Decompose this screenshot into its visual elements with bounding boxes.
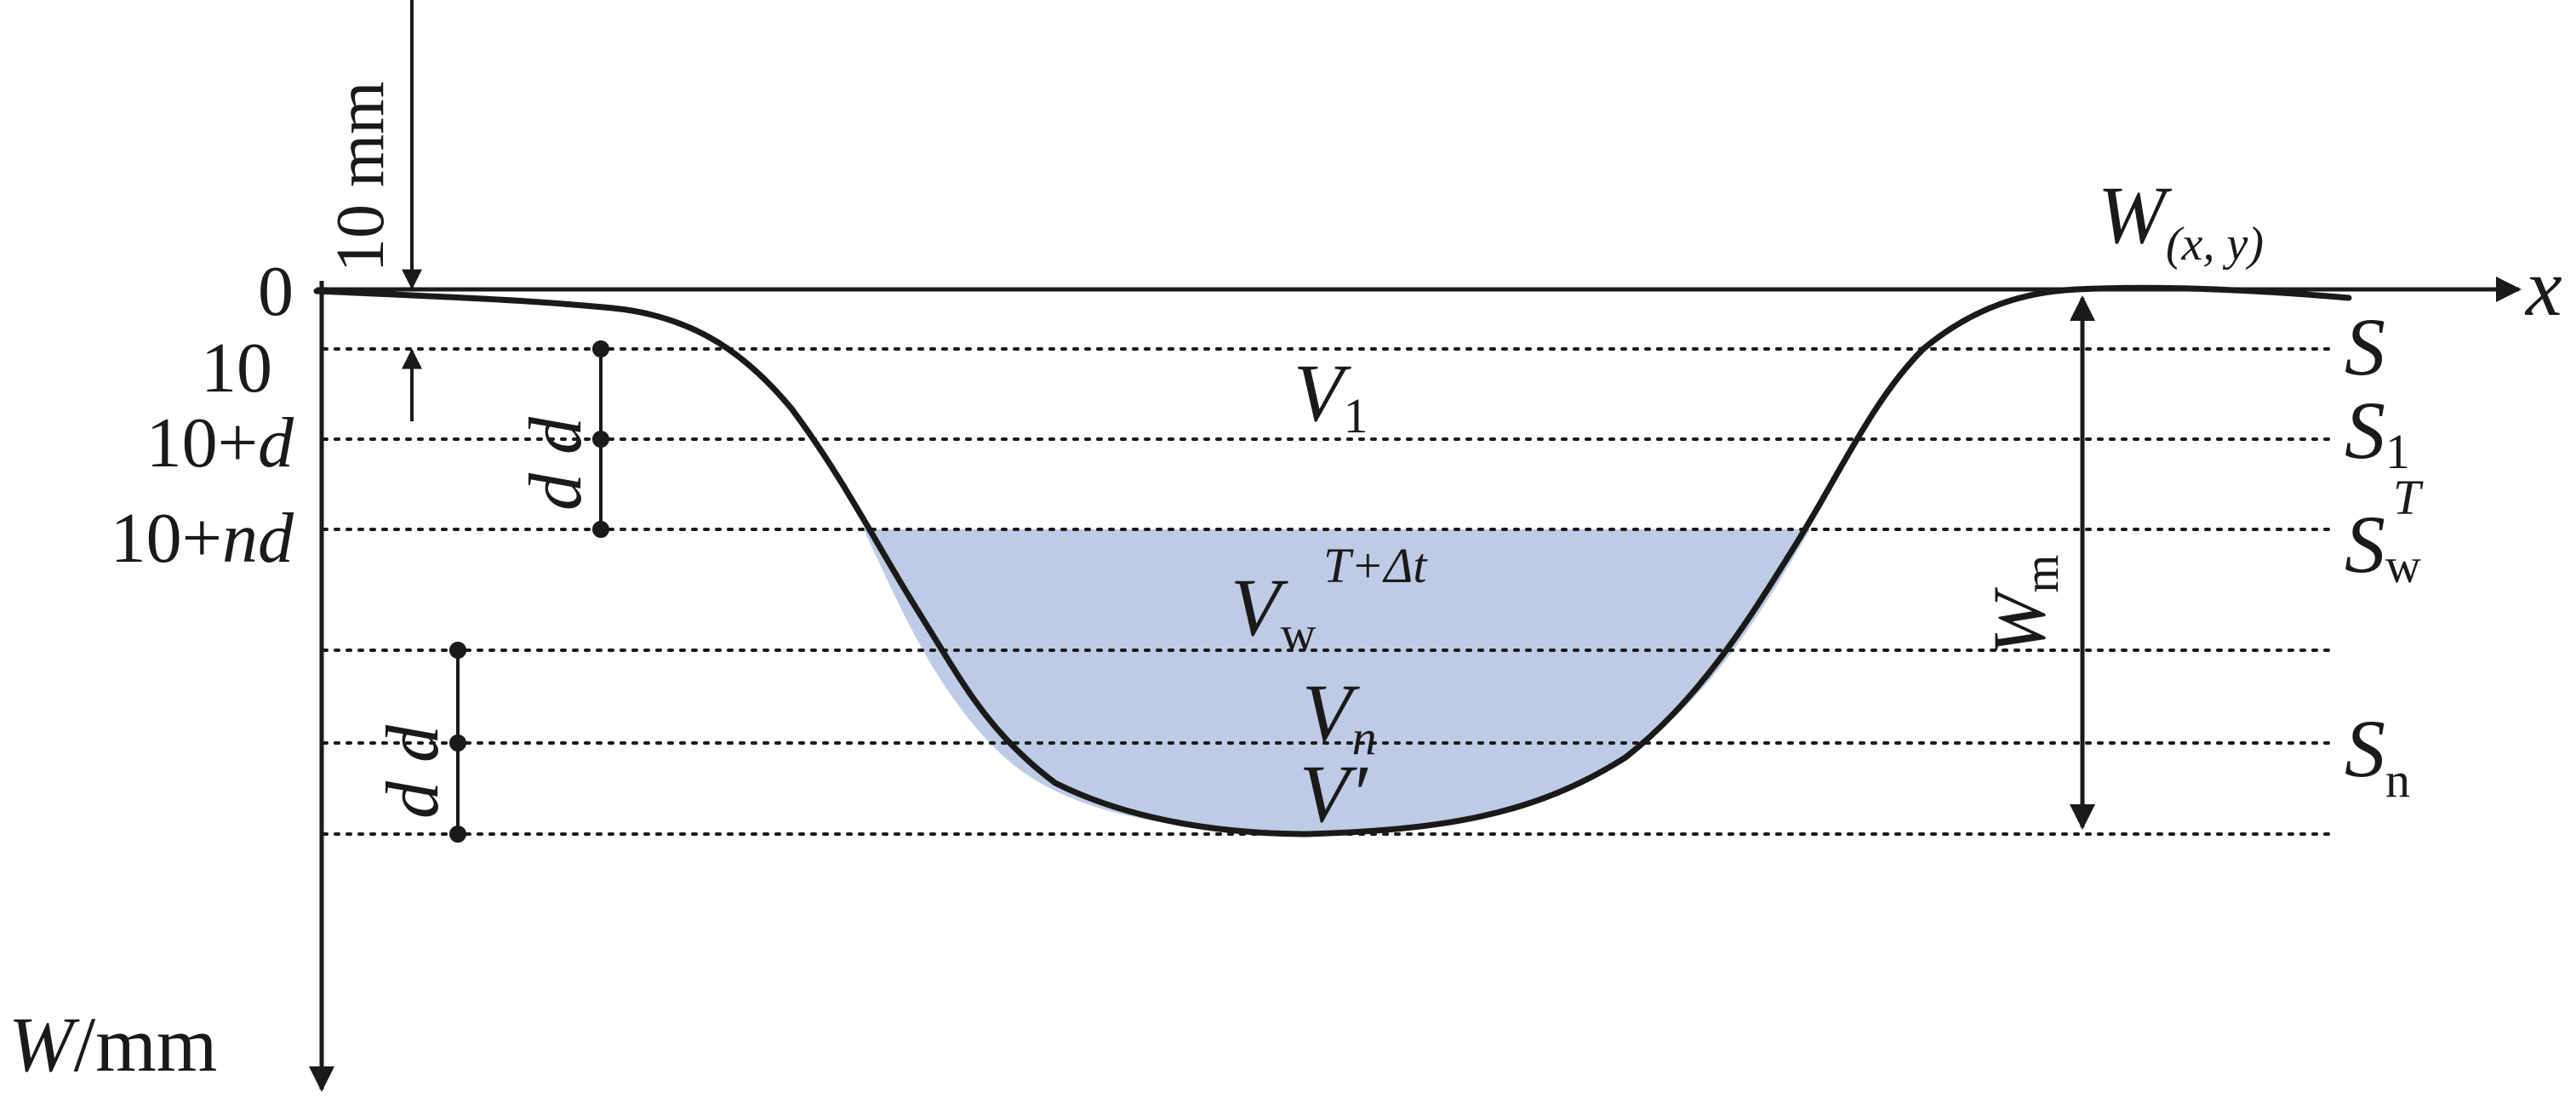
wm-label: Wm: [1979, 555, 2069, 655]
tick-label-zero: 0: [258, 252, 294, 331]
lower-spacing-bar: [449, 642, 466, 843]
tick-label-ten-plus-nd: 10+nd: [111, 499, 294, 578]
volume-label-vprime: V′: [1299, 748, 1369, 839]
tick-label-ten: 10: [201, 329, 272, 408]
curve-label: W(x, y): [2098, 169, 2264, 271]
volume-label-v1: V1: [1294, 347, 1368, 443]
x-axis-label: x: [2524, 242, 2562, 333]
upper-spacing-label: d d: [515, 416, 597, 511]
volume-label-vw: VwT+Δt: [1231, 538, 1428, 661]
surface-label-sw: SwT: [2345, 470, 2424, 593]
tick-label-ten-plus-d: 10+d: [146, 403, 294, 483]
lower-spacing-label: d d: [372, 724, 454, 819]
surface-label-sn: Sn: [2345, 703, 2410, 808]
upper-spacing-bar: [592, 340, 609, 538]
volume-label-vn: Vn: [1302, 667, 1377, 765]
offset-label: 10 mm: [323, 82, 398, 272]
subsidence-curve: [313, 284, 2352, 837]
surface-label-s1: S1: [2345, 385, 2410, 479]
surface-label-s: S: [2345, 301, 2385, 392]
level-lines: [322, 347, 2338, 836]
water-region: [864, 529, 1810, 834]
y-axis-label: W/mm: [9, 1001, 217, 1088]
